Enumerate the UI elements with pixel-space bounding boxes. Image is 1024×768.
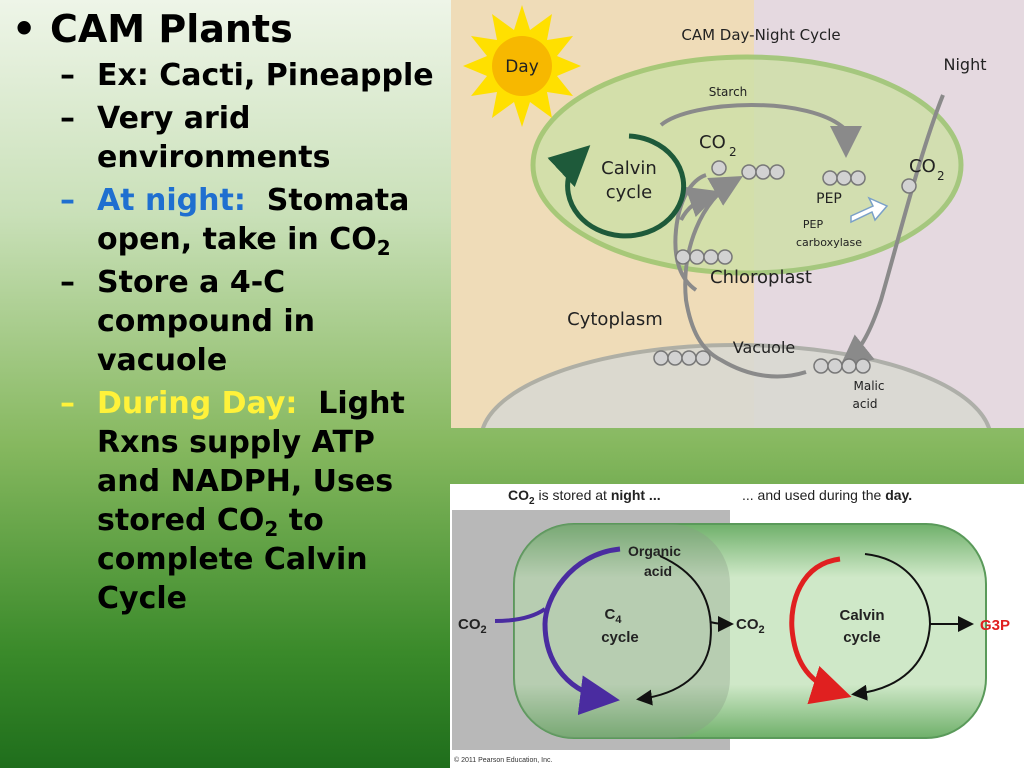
svg-text:CO: CO [909, 156, 936, 177]
svg-text:acid: acid [853, 397, 878, 411]
svg-text:cycle: cycle [601, 629, 639, 646]
cam-day-night-diagram: Day Night CAM Day-Night Cycle Calvin cyc… [451, 0, 1024, 428]
sub-bullet-environments: – Very arid environments [60, 101, 331, 175]
svg-text:CO: CO [699, 132, 726, 153]
calvin-cycle-arrow [547, 133, 687, 239]
svg-text:2: 2 [729, 145, 737, 159]
co2-storage-diagram: CO2 is stored at night ... ... and used … [450, 484, 1024, 768]
svg-text:... and used during the day.: ... and used during the day. [742, 487, 912, 503]
copyright-label: © 2011 Pearson Education, Inc. [454, 756, 552, 764]
vacuole-label: Vacuole [733, 338, 796, 357]
cam-title: CAM Day-Night Cycle [681, 26, 840, 44]
molecule-row-malic [813, 358, 871, 374]
svg-text:2: 2 [937, 169, 945, 183]
storage-heading: CO2 is stored at night ... [508, 487, 661, 507]
svg-text:cycle: cycle [606, 182, 653, 203]
molecule-row-vacuole-left [653, 350, 711, 366]
svg-text:carboxylase: carboxylase [796, 236, 862, 249]
sub-bullet-examples: – Ex: Cacti, Pineapple [60, 58, 434, 93]
svg-text:PEP: PEP [803, 218, 824, 231]
sub-bullet-store: – Store a 4-C compound in vacuole [60, 265, 316, 378]
main-bullet: • CAM Plants [10, 6, 440, 52]
during-day-label: During Day: [97, 386, 298, 421]
calvin-cycle-red-arrow [789, 556, 852, 705]
svg-text:Organic: Organic [628, 543, 681, 559]
svg-text:PEP: PEP [816, 191, 842, 207]
chloroplast-label: Chloroplast [710, 267, 812, 288]
sub-bullet-at-night: – At night: Stomata open, take in CO2 [60, 183, 410, 260]
svg-text:CO2: CO2 [458, 616, 487, 636]
molecule-row-4c [741, 164, 785, 180]
molecule-row-pep [822, 170, 866, 186]
at-night-label: At night: [97, 183, 246, 218]
svg-text:Malic: Malic [854, 379, 885, 393]
sub-bullet-during-day: – During Day: Light Rxns supply ATP and … [60, 386, 405, 616]
main-bullet-text: CAM Plants [50, 7, 293, 51]
sun-icon [463, 5, 581, 127]
svg-text:CO2: CO2 [736, 616, 765, 636]
bullet-dot: • [12, 7, 37, 51]
svg-text:cycle: cycle [843, 629, 881, 646]
svg-text:acid: acid [644, 563, 672, 579]
svg-text:Calvin: Calvin [839, 607, 884, 624]
cytoplasm-label: Cytoplasm [567, 309, 663, 330]
day-label: Day [505, 57, 539, 77]
molecule-row-chloroplast [675, 249, 733, 265]
starch-label: Starch [709, 85, 748, 99]
g3p-label: G3P [980, 617, 1010, 634]
night-label: Night [944, 55, 987, 74]
cell-shape [513, 523, 987, 739]
bullet-list: • CAM Plants – Ex: Cacti, Pineapple – Ve… [10, 6, 440, 618]
c4-cycle-arrow [542, 546, 621, 716]
svg-text:Calvin: Calvin [601, 158, 657, 179]
svg-text:C4: C4 [605, 606, 623, 626]
